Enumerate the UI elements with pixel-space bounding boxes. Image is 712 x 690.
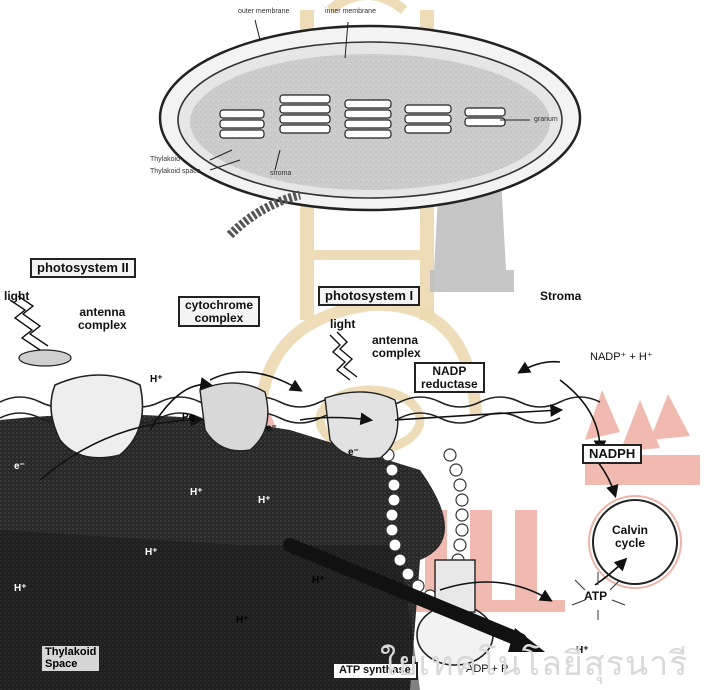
electron-label-mid: e⁻ — [266, 424, 277, 435]
electron-label-right: e⁻ — [348, 448, 359, 459]
calvin-line1: Calvin — [612, 524, 648, 537]
light-zigzag-right — [330, 332, 357, 380]
thylakoid-space-line1: Thylakoid — [45, 647, 96, 659]
antenna-left-line2: complex — [78, 319, 127, 332]
calvin-line2: cycle — [612, 537, 648, 550]
atp-label: ATP — [584, 590, 607, 603]
photosystem-i-label: photosystem I — [318, 286, 420, 306]
h-plus-lumen-6: H⁺ — [236, 616, 249, 627]
cytochrome-label-line2: complex — [185, 312, 253, 325]
antenna-complex-left-disc — [19, 350, 71, 366]
light-left-label: light — [4, 290, 29, 303]
photosystem-ii-label: photosystem II — [30, 258, 136, 278]
thylakoid-space-label: Thylakoid space — [150, 168, 201, 175]
cytochrome-complex-label: cytochrome complex — [178, 296, 260, 327]
light-zigzag-left — [10, 296, 48, 350]
antenna-left-label: antenna complex — [78, 306, 127, 331]
granum-label: granum — [534, 116, 558, 123]
photosystem-ii-protein — [51, 375, 143, 458]
nadp-reductase-line1: NADP — [421, 365, 478, 378]
h-plus-lumen-4: H⁺ — [14, 584, 27, 595]
antenna-right-line1: antenna — [372, 334, 421, 347]
cytochrome-label-line1: cytochrome — [185, 299, 253, 312]
university-name-watermark: ใยเทคโนโลยีสุรนารี — [380, 636, 688, 690]
h-plus-stroma: H⁺ — [150, 375, 163, 386]
thylakoid-space-line2: Space — [45, 659, 96, 671]
light-right-label: light — [330, 318, 355, 331]
thylakoid-label: Thylakoid — [150, 156, 180, 163]
nadph-label: NADPH — [582, 444, 642, 464]
chloroplast-stroma-label: stroma — [270, 170, 291, 177]
electron-label-left: e⁻ — [14, 462, 25, 473]
stroma-label: Stroma — [540, 290, 581, 303]
pq-label: Pq — [182, 413, 195, 424]
chloroplast-illustration — [160, 20, 580, 210]
nadp-reductase-label: NADP reductase — [414, 362, 485, 393]
inner-membrane-label: inner membrane — [325, 8, 376, 15]
h-plus-lumen-5: H⁺ — [312, 576, 325, 587]
h-plus-lumen-1: H⁺ — [190, 488, 203, 499]
antenna-right-line2: complex — [372, 347, 421, 360]
thylakoid-space-lumen-label: Thylakoid Space — [42, 646, 99, 671]
nadp-plus-label: NADP⁺ + H⁺ — [590, 352, 653, 364]
antenna-right-label: antenna complex — [372, 334, 421, 359]
antenna-left-line1: antenna — [78, 306, 127, 319]
h-plus-lumen-2: H⁺ — [258, 496, 271, 507]
calvin-cycle-label: Calvin cycle — [612, 524, 648, 549]
nadp-reductase-line2: reductase — [421, 378, 478, 391]
h-plus-lumen-3: H⁺ — [145, 548, 158, 559]
outer-membrane-label: outer membrane — [238, 8, 289, 15]
